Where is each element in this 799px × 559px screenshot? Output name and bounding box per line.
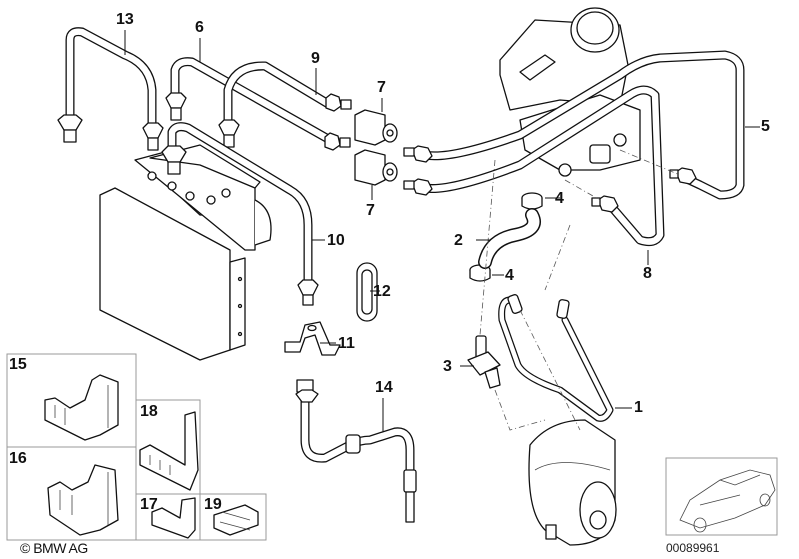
callout-1[interactable]: 1 xyxy=(634,399,643,416)
hose-2[interactable] xyxy=(478,208,541,269)
inset-label-19[interactable]: 19 xyxy=(204,496,222,513)
callout-6[interactable]: 6 xyxy=(195,19,204,36)
callout-2[interactable]: 2 xyxy=(454,232,463,249)
callout-11[interactable]: 11 xyxy=(338,335,355,352)
master-cylinder-reservoir[interactable] xyxy=(499,7,641,177)
t-piece-3[interactable] xyxy=(467,335,501,389)
adapter-7-upper[interactable] xyxy=(354,109,398,146)
copyright-text: © BMW AG xyxy=(20,540,88,556)
brake-pipe-1[interactable] xyxy=(498,294,614,422)
clip-18[interactable] xyxy=(139,411,199,491)
car-thumbnail-icon xyxy=(679,469,776,533)
callout-14[interactable]: 14 xyxy=(375,379,393,396)
callout-4-upper[interactable]: 4 xyxy=(555,190,564,207)
inset-boxes xyxy=(6,353,778,541)
callout-5[interactable]: 5 xyxy=(761,118,770,135)
brake-pipe-6[interactable] xyxy=(165,57,351,151)
image-code: 00089961 xyxy=(666,541,720,555)
abs-unit[interactable] xyxy=(99,144,272,361)
brake-hose-14[interactable] xyxy=(295,379,417,523)
callout-12[interactable]: 12 xyxy=(373,283,391,300)
clip-16[interactable] xyxy=(47,464,119,536)
grommet-12[interactable] xyxy=(356,262,378,322)
connection-line xyxy=(479,159,496,336)
connection-line xyxy=(544,224,571,291)
callout-9[interactable]: 9 xyxy=(311,50,320,67)
callout-7-lower[interactable]: 7 xyxy=(366,202,375,219)
callout-4-lower[interactable]: 4 xyxy=(505,267,514,284)
inset-label-17[interactable]: 17 xyxy=(140,496,158,513)
adapter-7-lower[interactable] xyxy=(354,149,398,186)
callout-7-upper[interactable]: 7 xyxy=(377,79,386,96)
connection-line xyxy=(564,179,601,201)
cap-4-upper[interactable] xyxy=(521,192,543,210)
brake-pipe-10[interactable] xyxy=(161,122,319,306)
clip-15[interactable] xyxy=(44,374,119,441)
brake-pipe-13[interactable] xyxy=(57,27,164,151)
brake-pipe-5[interactable] xyxy=(403,50,745,200)
connection-line xyxy=(619,149,681,176)
callout-3[interactable]: 3 xyxy=(443,358,452,375)
connection-line xyxy=(494,389,546,431)
callout-13[interactable]: 13 xyxy=(116,11,134,28)
callout-8[interactable]: 8 xyxy=(643,265,652,282)
inset-label-16[interactable]: 16 xyxy=(9,450,27,467)
leader-lines xyxy=(124,30,760,432)
bracket-11[interactable] xyxy=(284,321,341,356)
pressure-accumulator[interactable] xyxy=(528,419,617,546)
inset-label-18[interactable]: 18 xyxy=(140,403,158,420)
connection-line xyxy=(519,309,581,431)
brake-pipe-8[interactable] xyxy=(403,85,665,247)
callout-10[interactable]: 10 xyxy=(327,232,345,249)
inset-label-15[interactable]: 15 xyxy=(9,356,27,373)
clip-17[interactable] xyxy=(151,497,196,539)
brake-pipe-9[interactable] xyxy=(218,61,352,148)
clip-19[interactable] xyxy=(213,504,259,536)
